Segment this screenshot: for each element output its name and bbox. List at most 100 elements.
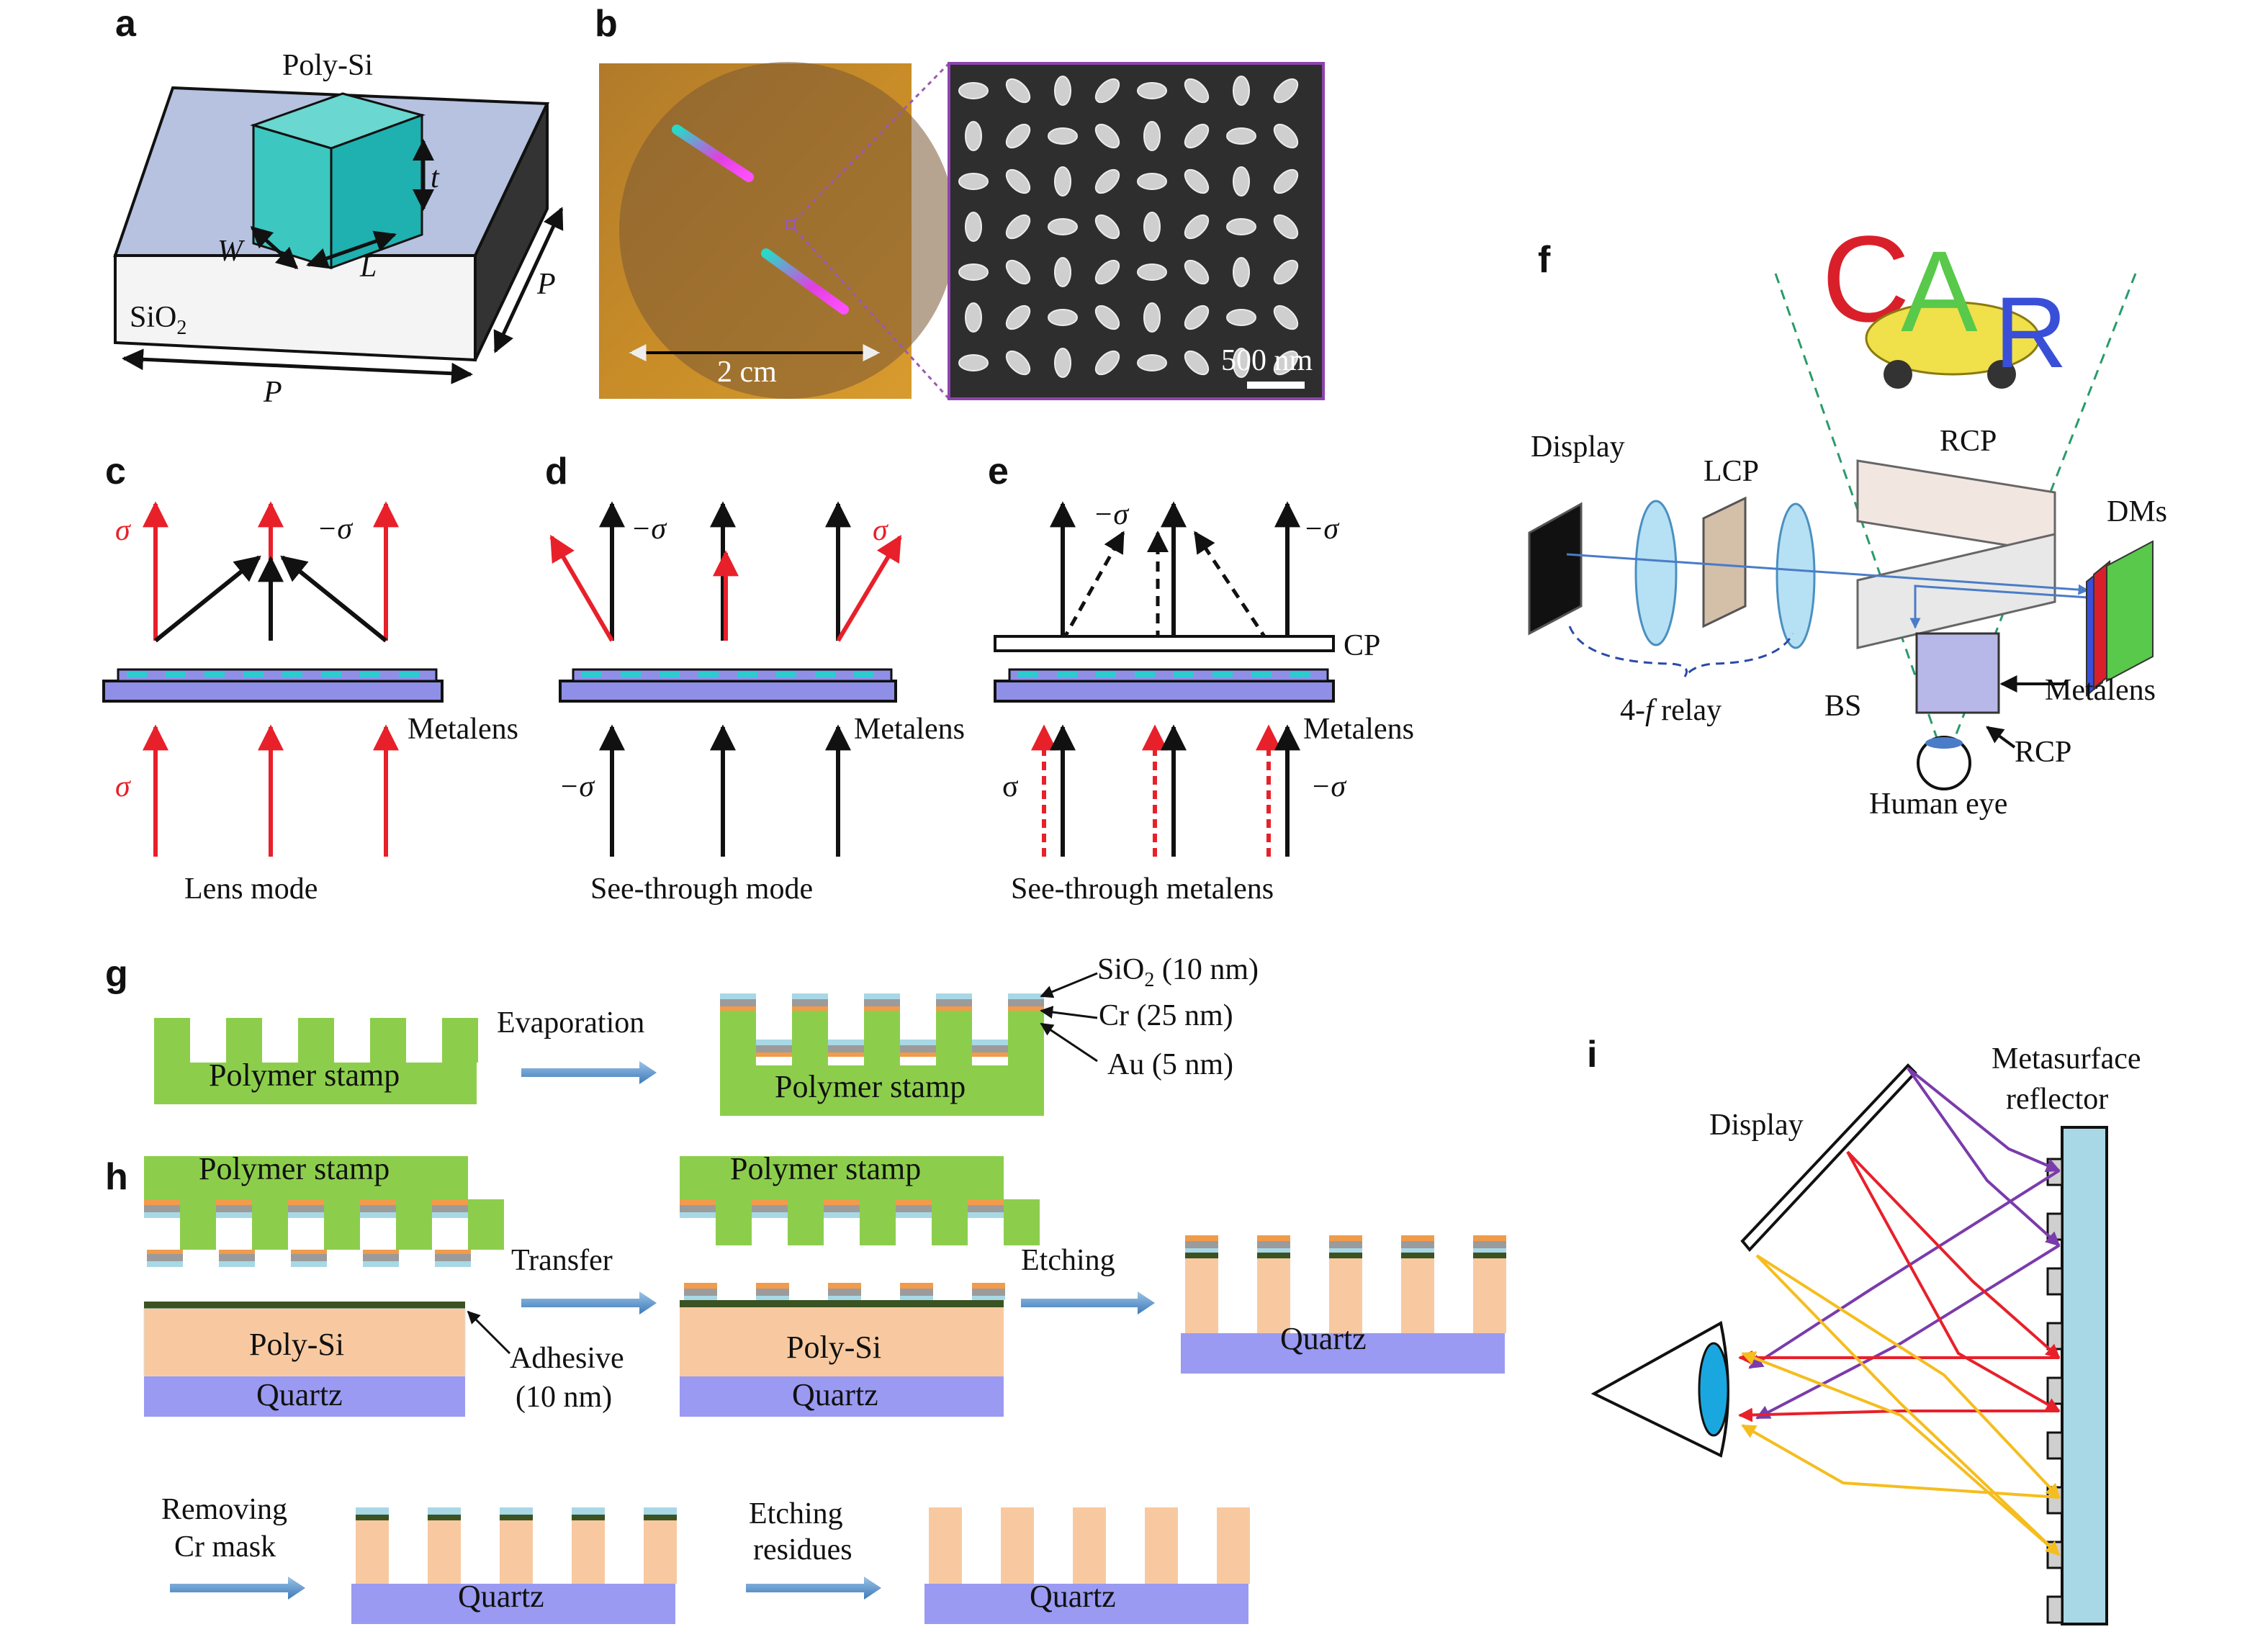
panel-label-h: h [105,1156,128,1198]
deformable-mirrors [2106,540,2154,682]
panel-d-see-through-mode: −σ σ Metalens −σ See-through mode [549,501,965,906]
label-quartz-h4: Quartz [458,1579,544,1614]
label-sio2: SiO2 [130,301,186,339]
metasurface-reflector [2061,1126,2108,1625]
scale-photo-label: 2 cm [717,356,777,389]
rcp-plate [1856,459,2056,554]
label-sigma: σ [873,514,889,547]
panel-label-g: g [105,953,128,995]
label-reflector-2: reflector [2006,1083,2108,1116]
label-quartz-h3: Quartz [1280,1321,1367,1356]
caption-see-through-mode: See-through mode [590,872,813,906]
pillars-with-adhesive [351,1507,677,1624]
eye-lens [1698,1342,1729,1437]
panel-a-unit-cell: Poly-Si t W L SiO2 P P [113,49,564,409]
panel-letters: a b c d e f g h i [105,3,1597,1198]
label-sio2-layer: SiO2 (10 nm) [1097,953,1259,991]
label-sigma-in: σ [115,770,132,803]
label-reflector-1: Metasurface [1992,1042,2141,1075]
circular-polarizer [994,635,1335,652]
panel-label-b: b [595,3,618,45]
label-sigma: σ [1002,770,1019,803]
stamp-inverted [144,1156,504,1267]
label-minus-sigma: −σ [631,513,667,546]
label-stamp-h1: Polymer stamp [199,1151,390,1186]
metalens-substrate [102,680,444,703]
panel-i-reflector-display: Metasurface reflector Display [1590,1042,2141,1625]
car-letter-a: A [1901,227,1978,356]
label-polysi-h2: Poly-Si [786,1330,881,1365]
label-sigma-out: σ [115,514,132,547]
lcp-plate [1702,496,1747,628]
label-display-i: Display [1709,1109,1804,1142]
label-metalens-f: Metalens [2045,674,2156,707]
label-minus-sigma-right: −σ [1303,513,1340,546]
car-toy [1865,301,2040,376]
label-cp: CP [1344,629,1380,662]
label-p-side: P [536,268,556,301]
label-bs: BS [1824,690,1861,723]
label-stamp-h2: Polymer stamp [730,1151,921,1186]
label-w: W [217,235,246,268]
etched-pillars-with-mask [1181,1235,1506,1374]
pillar-right [330,113,423,270]
relay-lens-1 [1634,500,1678,646]
label-stamp-g2: Polymer stamp [775,1069,966,1104]
panel-e-see-through-metalens: −σ −σ CP Metalens σ −σ See-through metal… [994,498,1414,906]
label-minus-sigma-left: −σ [1093,498,1130,531]
metalens-disk [619,62,956,399]
panel-c-lens-mode: σ −σ Metalens σ Lens mode [102,501,518,906]
relay-lens-2 [1776,502,1816,649]
stamp-after-transfer [680,1156,1040,1245]
label-lcp: LCP [1704,455,1759,488]
label-quartz-h5: Quartz [1030,1579,1116,1614]
pillar-left [252,123,333,270]
label-metalens: Metalens [854,713,965,746]
panel-label-a: a [115,3,137,45]
label-quartz-h1: Quartz [256,1377,343,1412]
label-etching: Etching [1021,1244,1115,1277]
polymer-stamp-plain [154,1018,478,1104]
label-adhesive: Adhesive [510,1342,624,1375]
label-p-bottom: P [263,376,282,409]
label-minus-sigma-in: −σ [1310,770,1347,803]
sem-pillar-grid [958,76,1299,378]
polymer-stamp-coated [720,993,1044,1116]
panel-label-e: e [988,451,1009,492]
label-minus-sigma-in: −σ [559,770,595,803]
label-residue-2: residues [753,1533,852,1566]
panel-label-f: f [1538,239,1551,281]
label-evaporation: Evaporation [497,1006,644,1040]
display-panel [1740,1063,1917,1253]
caption-lens-mode: Lens mode [184,872,318,906]
panel-label-d: d [545,451,568,492]
label-adhesive-thickness: (10 nm) [516,1381,612,1414]
label-removing-1: Removing [161,1493,287,1526]
label-quartz-h2: Quartz [792,1377,878,1412]
panel-h-transfer: Polymer stamp Poly-Si Quartz Adhesive (1… [143,1151,1506,1624]
caption-see-through-metalens: See-through metalens [1011,872,1274,906]
display-screen [1528,502,1583,636]
label-rcp-bottom: RCP [2015,736,2071,769]
label-l: L [359,251,377,284]
panel-f-ar-system: C A R RCP Display LCP DMs 4-f relay BS M… [1528,211,2167,821]
label-minus-sigma: −σ [317,513,354,546]
label-display: Display [1531,430,1625,464]
scale-sem-label: 500 nm [1221,344,1313,377]
label-polysi: Poly-Si [282,49,373,82]
beam-splitter [1856,533,2056,649]
label-rcp-top: RCP [1940,425,1997,458]
ray-paths [1738,1067,2061,1556]
label-au-layer: Au (5 nm) [1107,1048,1233,1081]
label-transfer: Transfer [511,1244,613,1277]
polysi-with-mask [680,1283,1005,1417]
label-cr-layer: Cr (25 nm) [1099,999,1233,1032]
label-polysi-h1: Poly-Si [249,1327,344,1362]
label-residue-1: Etching [749,1497,843,1530]
label-t: t [431,161,440,194]
panel-g-evaporation: Polymer stamp Evaporation Polymer stamp … [154,953,1259,1116]
panel-label-i: i [1587,1034,1597,1075]
label-metalens: Metalens [408,713,518,746]
label-metalens: Metalens [1303,713,1414,746]
